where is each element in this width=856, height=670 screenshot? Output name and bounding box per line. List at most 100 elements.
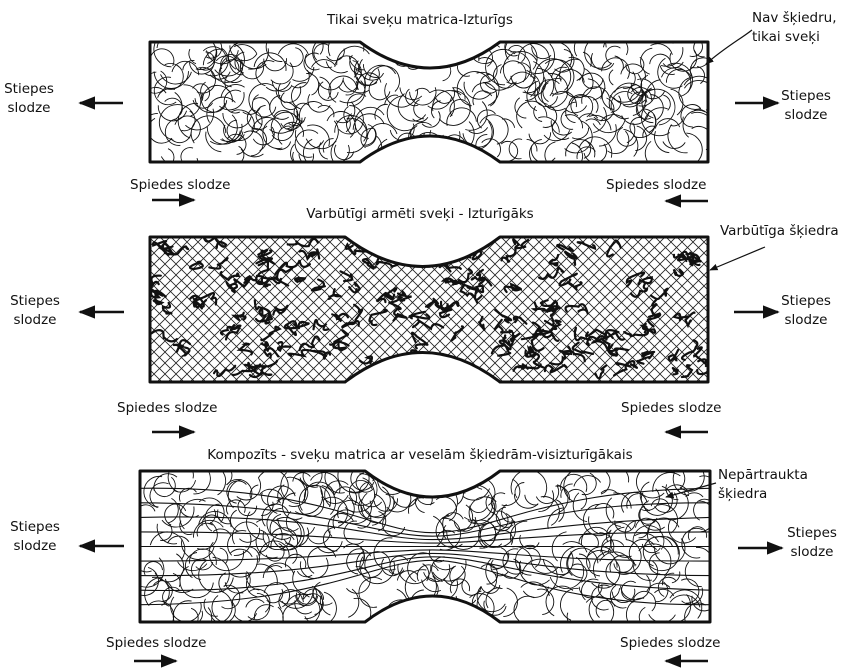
- fiber-arc: [379, 36, 414, 63]
- fiber-arc: [572, 128, 589, 139]
- fiber-arc: [260, 541, 289, 556]
- fiber-arc: [624, 129, 638, 156]
- fiber-arc: [219, 591, 232, 622]
- fiber-arc: [697, 66, 704, 83]
- panel-3-tension-right-label: Stiepesslodze: [782, 524, 842, 562]
- fiber-arc: [189, 49, 196, 64]
- panel-1-callout: Nav šķiedru,tikai sveķi: [752, 9, 837, 47]
- random-fiber: [422, 364, 434, 374]
- fiber-arc: [272, 122, 294, 140]
- fiber-arc: [206, 132, 222, 152]
- fiber-arc: [246, 574, 257, 597]
- panel-1-fill: [140, 31, 717, 173]
- fiber-arc: [154, 477, 176, 496]
- fiber-arc: [425, 148, 443, 162]
- fiber-arc: [173, 601, 191, 628]
- fiber-arc: [418, 38, 449, 57]
- panel-3-compression-left-label: Spiedes slodze: [106, 634, 206, 653]
- fiber-arc: [244, 131, 263, 156]
- fiber-arc: [469, 497, 496, 522]
- fiber-arc: [438, 43, 459, 65]
- fiber-arc: [201, 94, 226, 112]
- fiber-arc: [552, 67, 567, 78]
- fiber-arc: [394, 143, 424, 155]
- fiber-arc: [655, 119, 679, 129]
- fiber-arc: [486, 588, 500, 608]
- fiber-arc: [185, 109, 213, 130]
- panel-3-compression-right-label: Spiedes slodze: [620, 634, 720, 653]
- fiber-arc: [609, 70, 613, 85]
- fiber-arc: [555, 486, 569, 500]
- fiber-arc: [410, 590, 424, 616]
- crosshatch-matrix: [150, 237, 708, 382]
- continuous-fiber: [140, 488, 710, 532]
- fiber-arc: [325, 462, 345, 493]
- fiber-arc: [593, 551, 611, 578]
- fiber-arc: [606, 46, 621, 63]
- panel-3-title: Kompozīts - sveķu matrica ar veselām šķi…: [170, 446, 670, 465]
- random-fiber: [403, 246, 409, 253]
- fiber-arc: [285, 48, 303, 67]
- fiber-arc: [337, 46, 370, 65]
- fiber-arc: [307, 125, 329, 146]
- fiber-arc: [595, 503, 614, 518]
- fiber-arc: [165, 98, 183, 115]
- fiber-arc: [651, 44, 673, 55]
- fiber-arc: [279, 590, 302, 609]
- panel-1-tension-right-label: Stiepesslodze: [776, 87, 836, 125]
- fiber-arc: [433, 602, 459, 633]
- fiber-arc: [433, 91, 462, 112]
- fiber-arc: [168, 461, 193, 492]
- fiber-arc: [503, 51, 536, 82]
- panel-2-callout-leader: [710, 247, 765, 270]
- fiber-arc: [388, 38, 407, 51]
- fiber-arc: [450, 579, 469, 593]
- fiber-arc: [262, 493, 280, 506]
- fiber-arc: [175, 92, 183, 120]
- fiber-arc: [157, 32, 191, 48]
- fiber-arc: [654, 589, 673, 596]
- fiber-arc: [602, 58, 630, 79]
- fiber-arc: [199, 561, 234, 593]
- panel-1-tension-left-label: Stiepesslodze: [2, 80, 56, 118]
- fiber-arc: [212, 596, 226, 623]
- random-fiber: [399, 369, 415, 379]
- fiber-arc: [627, 494, 638, 509]
- fiber-arc: [230, 549, 252, 557]
- fiber-arc: [565, 121, 593, 153]
- fiber-arc: [162, 149, 174, 167]
- fiber-arc: [627, 123, 635, 143]
- fiber-arc: [574, 32, 606, 56]
- fiber-arc: [564, 469, 577, 501]
- fiber-arc: [552, 121, 569, 140]
- fiber-arc: [645, 141, 665, 168]
- fiber-arc: [589, 115, 611, 130]
- fiber-arc: [685, 562, 701, 587]
- fiber-arc: [353, 114, 384, 130]
- fiber-arc: [414, 466, 430, 492]
- fiber-arc: [148, 118, 172, 143]
- fiber-arc: [503, 588, 517, 617]
- fiber-arc: [344, 107, 349, 123]
- fiber-arc: [476, 163, 495, 171]
- fiber-arc: [438, 147, 456, 160]
- continuous-fiber: [140, 532, 710, 543]
- fiber-arc: [473, 467, 489, 472]
- fiber-arc: [686, 37, 702, 57]
- fiber-arc: [410, 87, 436, 105]
- fiber-arc: [174, 480, 196, 492]
- fiber-arc: [681, 105, 701, 127]
- fiber-arc: [419, 472, 435, 478]
- fiber-arc: [414, 40, 427, 52]
- fiber-arc: [199, 498, 224, 523]
- fiber-arc: [158, 89, 175, 98]
- fiber-arc: [470, 506, 488, 513]
- fiber-arc: [531, 145, 555, 163]
- fiber-arc: [180, 566, 213, 597]
- fiber-arc: [278, 44, 308, 55]
- fiber-arc: [254, 98, 270, 110]
- continuous-fiber: [140, 503, 710, 536]
- fiber-arc: [276, 86, 301, 102]
- fiber-arc: [287, 477, 306, 502]
- fiber-arc: [398, 146, 412, 167]
